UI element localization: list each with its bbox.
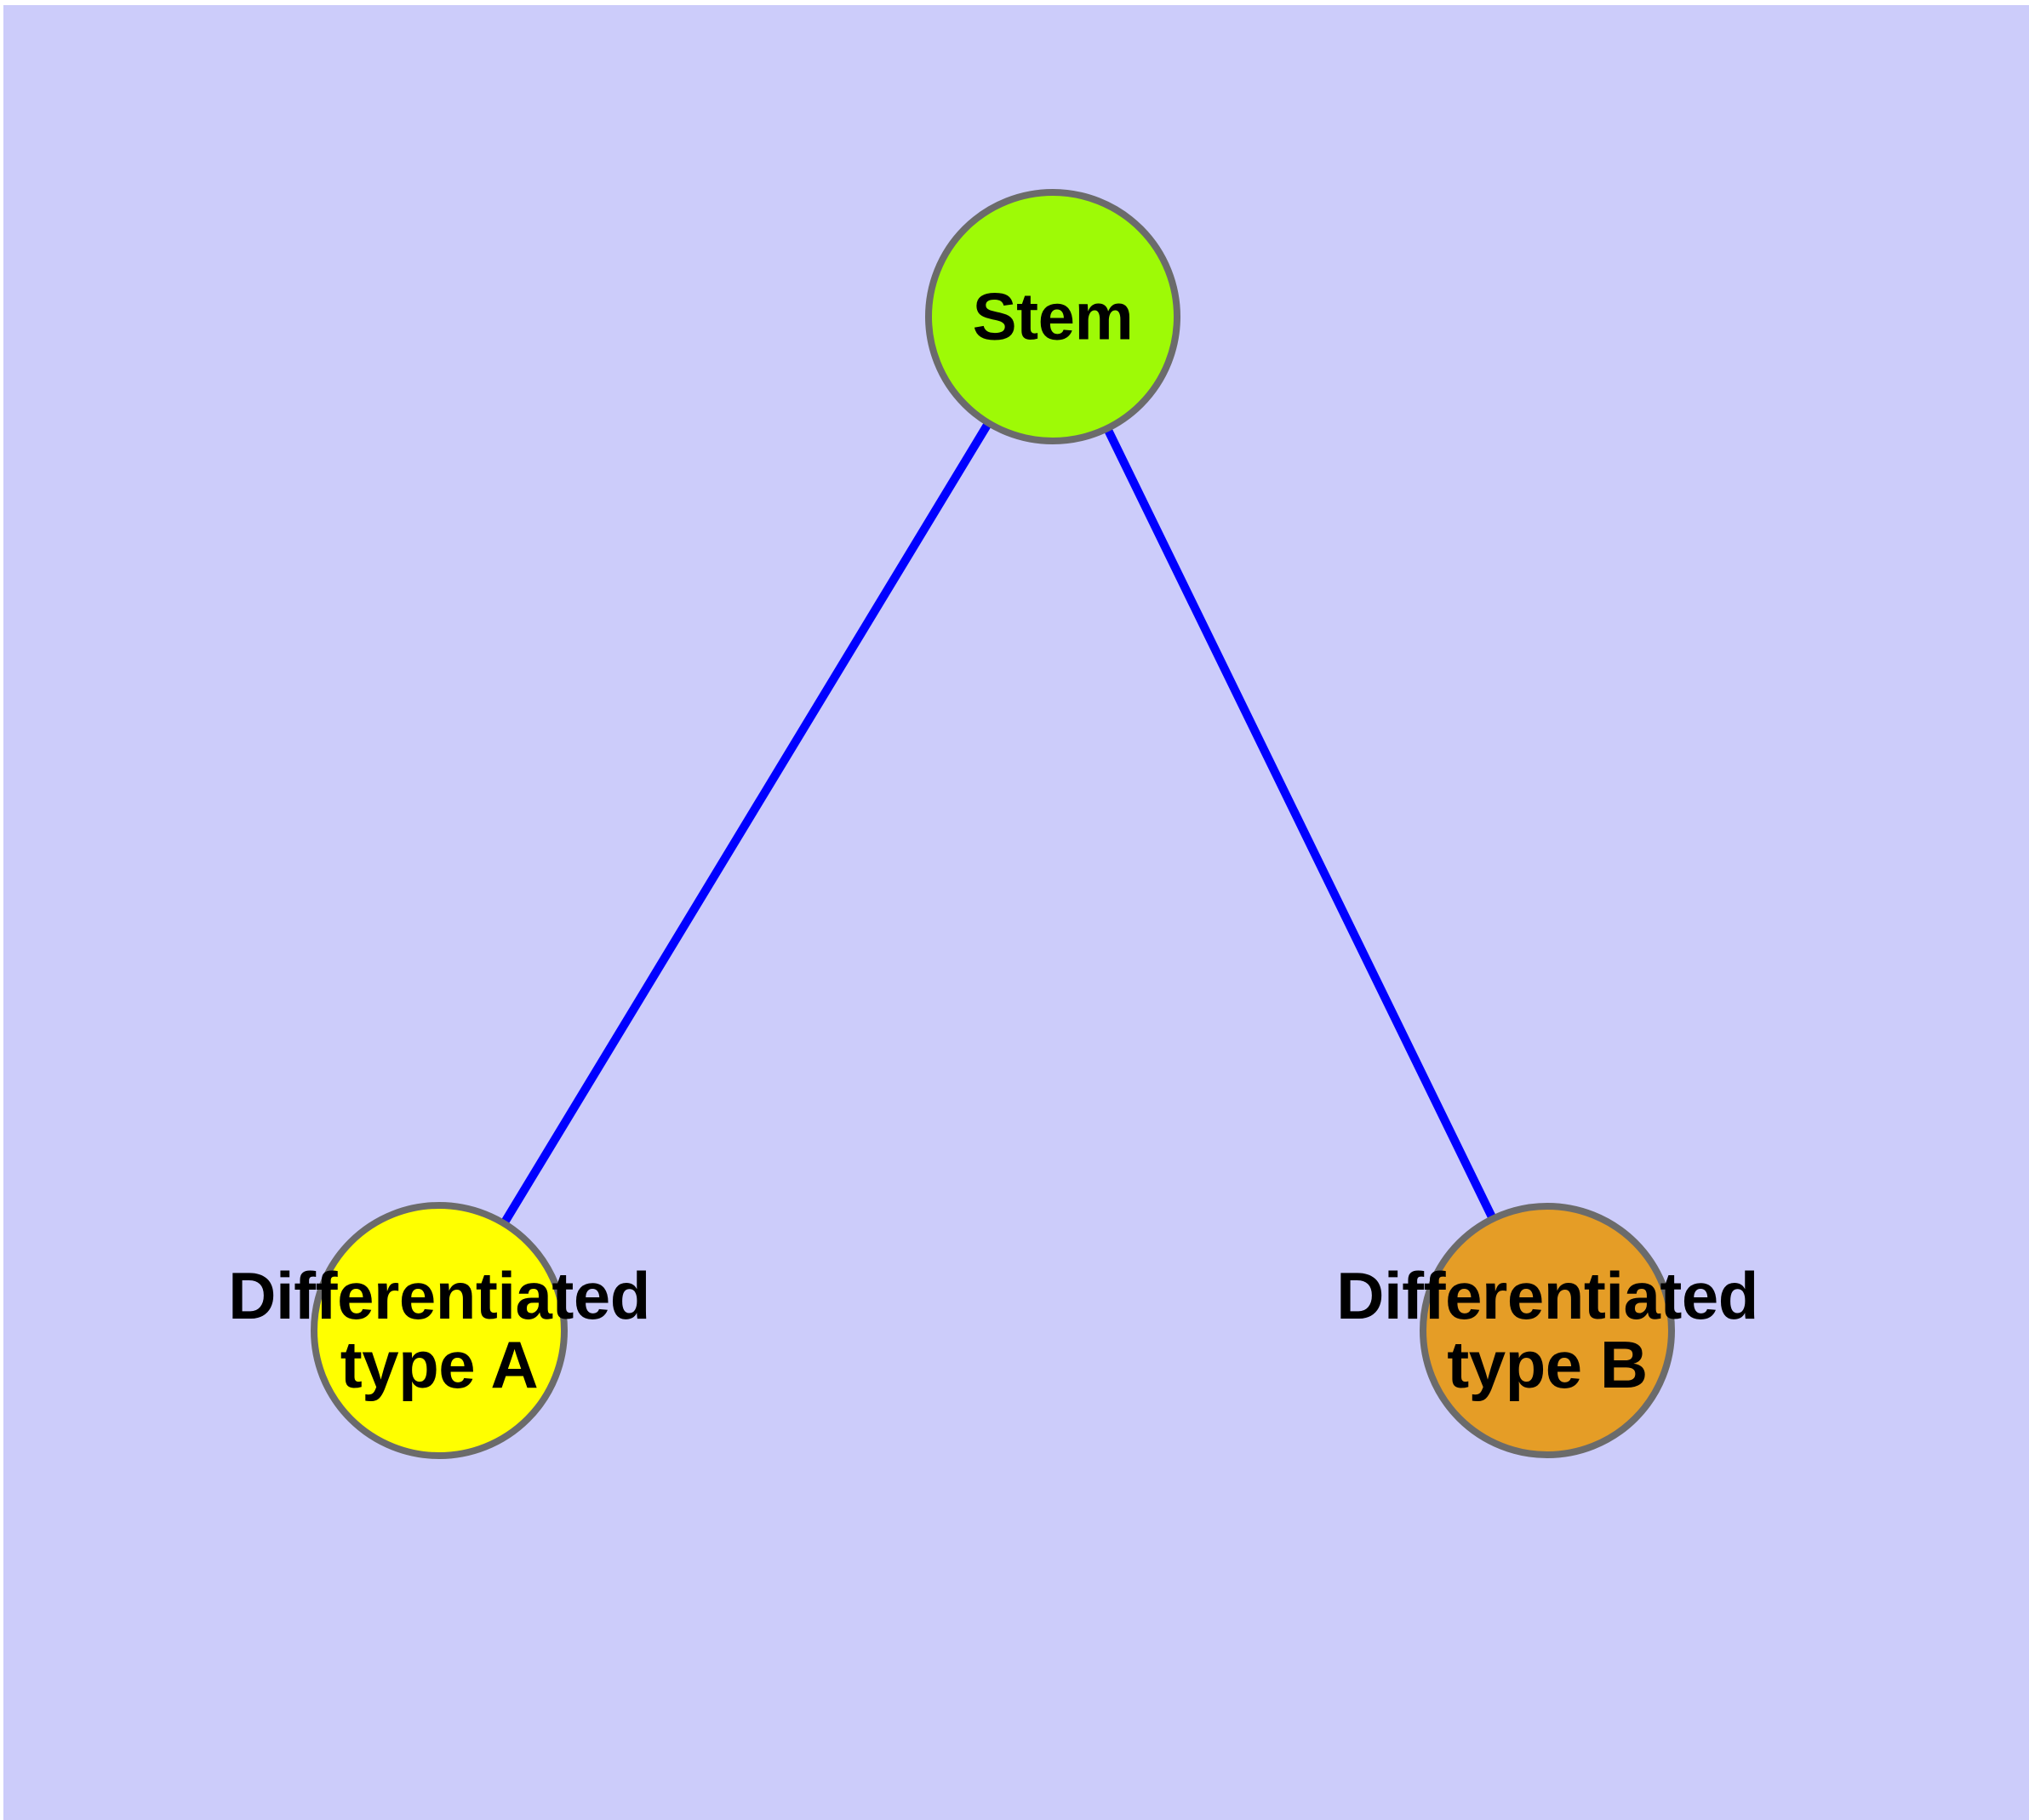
graph-node-diff_b[interactable] <box>1420 1203 1675 1458</box>
nodes-group <box>311 189 1675 1459</box>
graph-edge <box>1049 314 1552 1333</box>
graph-node-diff_a[interactable] <box>311 1202 568 1459</box>
graph-node-stem[interactable] <box>925 189 1180 444</box>
graph-edge <box>435 314 1057 1333</box>
edges-group <box>435 314 1552 1333</box>
